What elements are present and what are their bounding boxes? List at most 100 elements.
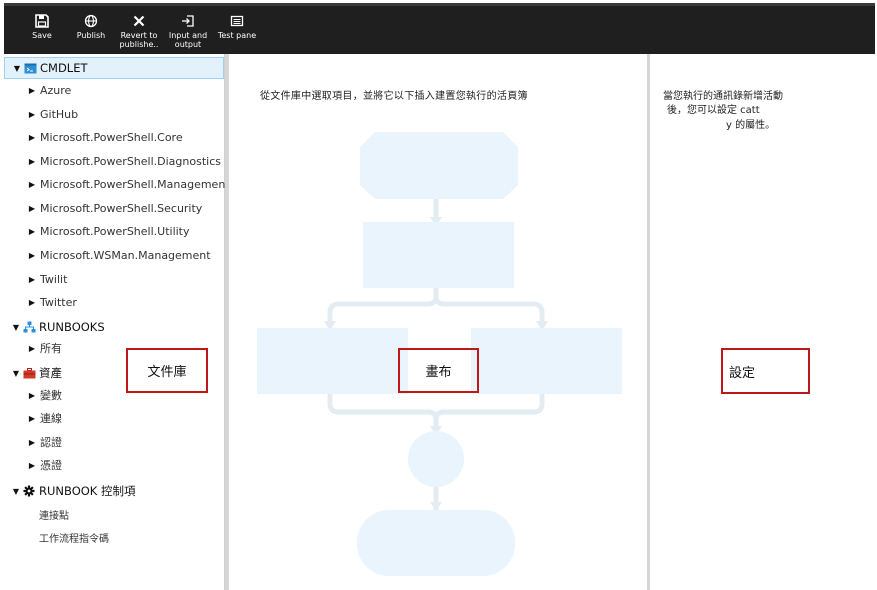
- caret-right-icon[interactable]: ▶: [28, 132, 36, 142]
- canvas-settings-divider[interactable]: [647, 54, 650, 590]
- tree-item-label: Azure: [40, 83, 72, 97]
- caret-right-icon[interactable]: ▶: [28, 390, 36, 400]
- input-output-button[interactable]: Input and output: [162, 14, 214, 49]
- tree-item-variables[interactable]: ▶ 變數: [4, 384, 62, 406]
- callout-library: 文件庫: [126, 348, 208, 393]
- input-output-label-line1: Input and: [168, 31, 208, 40]
- tree-item-certificates[interactable]: ▶ 憑證: [4, 454, 62, 476]
- settings-hint-line2: 後，您可以設定 catt: [667, 105, 760, 116]
- flow-branch-right-box: [471, 328, 622, 394]
- tree-item-label: Microsoft.PowerShell.Security: [40, 201, 203, 215]
- save-icon: [35, 14, 49, 28]
- callout-canvas: 畫布: [398, 348, 479, 393]
- callout-library-label: 文件庫: [147, 365, 187, 380]
- caret-down-icon[interactable]: ▼: [12, 368, 20, 378]
- tree-item-github[interactable]: ▶ GitHub: [4, 103, 78, 125]
- caret-down-icon[interactable]: ▼: [12, 322, 20, 332]
- callout-canvas-label: 畫布: [425, 365, 452, 380]
- revert-label-line1: Revert to: [120, 31, 158, 40]
- gear-icon: [22, 485, 36, 497]
- publish-button[interactable]: Publish: [65, 14, 117, 40]
- flow-end-box: [357, 510, 515, 576]
- flow-junction-circle: [408, 431, 464, 487]
- tree-item-powershell-diagnostics[interactable]: ▶ Microsoft.PowerShell.Diagnostics: [4, 150, 221, 172]
- tree-group-label: CMDLET: [40, 61, 88, 75]
- caret-right-icon[interactable]: ▶: [28, 343, 36, 353]
- canvas-hint-text: 從文件庫中選取項目，並將它以下插入建置您執行的活頁簿: [260, 91, 528, 102]
- revert-label-line2: publishe..: [119, 40, 159, 49]
- tree-item-label: 所有: [40, 342, 62, 355]
- caret-right-icon[interactable]: ▶: [28, 85, 36, 95]
- tree-item-label: 認證: [40, 436, 62, 449]
- settings-hint-line3: y 的屬性。: [726, 120, 776, 131]
- caret-right-icon[interactable]: ▶: [28, 226, 36, 236]
- settings-panel: 當您執行的通訊錄新增活動 後，您可以設定 catt y 的屬性。: [650, 54, 877, 590]
- save-label: Save: [32, 31, 52, 40]
- caret-right-icon[interactable]: ▶: [28, 274, 36, 284]
- caret-right-icon[interactable]: ▶: [28, 297, 36, 307]
- runbook-hierarchy-icon: [22, 321, 36, 333]
- input-output-label-line2: output: [174, 40, 202, 49]
- tree-group-label: RUNBOOKS: [39, 320, 105, 334]
- caret-right-icon[interactable]: ▶: [28, 109, 36, 119]
- tree-group-label: RUNBOOK 控制項: [39, 484, 136, 498]
- tree-group-runbooks[interactable]: ▼ RUNBOOKS: [4, 316, 105, 338]
- tree-item-label: Microsoft.PowerShell.Diagnostics: [40, 154, 221, 168]
- tree-item-powershell-security[interactable]: ▶ Microsoft.PowerShell.Security: [4, 197, 202, 219]
- tree-group-runbook-controls[interactable]: ▼ RUNBOOK 控制項: [4, 480, 136, 502]
- caret-down-icon[interactable]: ▼: [13, 63, 21, 73]
- tree-item-connections[interactable]: ▶ 連線: [4, 407, 62, 429]
- briefcase-icon: [22, 367, 36, 379]
- library-canvas-divider[interactable]: [225, 54, 229, 590]
- flow-activity-box: [363, 222, 514, 288]
- tree-item-twitter[interactable]: ▶ Twitter: [4, 291, 77, 313]
- tree-item-wsman-management[interactable]: ▶ Microsoft.WSMan.Management: [4, 244, 211, 266]
- tree-item-label: Twitter: [40, 295, 77, 309]
- test-pane-button[interactable]: Test pane: [211, 14, 263, 40]
- tree-item-powershell-core[interactable]: ▶ Microsoft.PowerShell.Core: [4, 126, 183, 148]
- tree-item-powershell-management[interactable]: ▶ Microsoft.PowerShell.Management: [4, 173, 230, 195]
- caret-down-icon[interactable]: ▼: [12, 486, 20, 496]
- revert-button[interactable]: Revert to publishe..: [113, 14, 165, 49]
- canvas-panel[interactable]: 從文件庫中選取項目，並將它以下插入建置您執行的活頁簿: [229, 54, 647, 590]
- tree-item-label: Microsoft.WSMan.Management: [40, 248, 211, 262]
- caret-right-icon[interactable]: ▶: [28, 203, 36, 213]
- caret-right-icon[interactable]: ▶: [28, 413, 36, 423]
- tree-item-twilit[interactable]: ▶ Twilit: [4, 268, 67, 290]
- caret-right-icon[interactable]: ▶: [28, 250, 36, 260]
- tree-item-junction[interactable]: 連接點: [4, 503, 69, 525]
- tree-item-label: 變數: [40, 389, 62, 402]
- tree-item-workflow-script[interactable]: 工作流程指令碼: [4, 526, 109, 548]
- caret-right-icon[interactable]: ▶: [28, 179, 36, 189]
- tree-item-powershell-utility[interactable]: ▶ Microsoft.PowerShell.Utility: [4, 220, 190, 242]
- test-pane-icon: [230, 15, 244, 27]
- tree-item-label: GitHub: [40, 107, 79, 121]
- test-pane-label: Test pane: [217, 31, 257, 40]
- toolbar: Save Publish Revert to publishe.. Input …: [4, 3, 875, 54]
- tree-group-cmdlet[interactable]: ▼ CMDLET: [4, 57, 224, 79]
- caret-right-icon[interactable]: ▶: [28, 460, 36, 470]
- tree-item-credentials[interactable]: ▶ 認證: [4, 431, 62, 453]
- library-panel: ▼ CMDLET ▶ Azure ▶ GitHub ▶ Microsoft.Po…: [4, 54, 230, 590]
- tree-item-azure[interactable]: ▶ Azure: [4, 79, 71, 101]
- publish-label: Publish: [76, 31, 106, 40]
- caret-right-icon[interactable]: ▶: [28, 437, 36, 447]
- globe-icon: [84, 14, 98, 28]
- callout-settings-label: 設定: [729, 365, 756, 381]
- tree-item-label: 連接點: [39, 510, 69, 522]
- settings-hint-line1: 當您執行的通訊錄新增活動: [663, 91, 783, 102]
- tree-item-label: 連線: [40, 412, 62, 425]
- input-output-icon: [182, 15, 194, 27]
- tree-group-assets[interactable]: ▼ 資產: [4, 362, 62, 384]
- tree-group-label: 資產: [39, 366, 62, 380]
- callout-settings: 設定: [721, 348, 810, 394]
- flow-branch-left-box: [257, 328, 408, 394]
- close-icon: [133, 15, 145, 27]
- tree-item-all[interactable]: ▶ 所有: [4, 337, 62, 359]
- tree-item-label: Microsoft.PowerShell.Utility: [40, 224, 190, 238]
- tree-item-label: Microsoft.PowerShell.Management: [40, 177, 230, 191]
- tree-item-label: 憑證: [40, 459, 62, 472]
- caret-right-icon[interactable]: ▶: [28, 156, 36, 166]
- tree-item-label: Twilit: [40, 272, 68, 286]
- save-button[interactable]: Save: [16, 14, 68, 40]
